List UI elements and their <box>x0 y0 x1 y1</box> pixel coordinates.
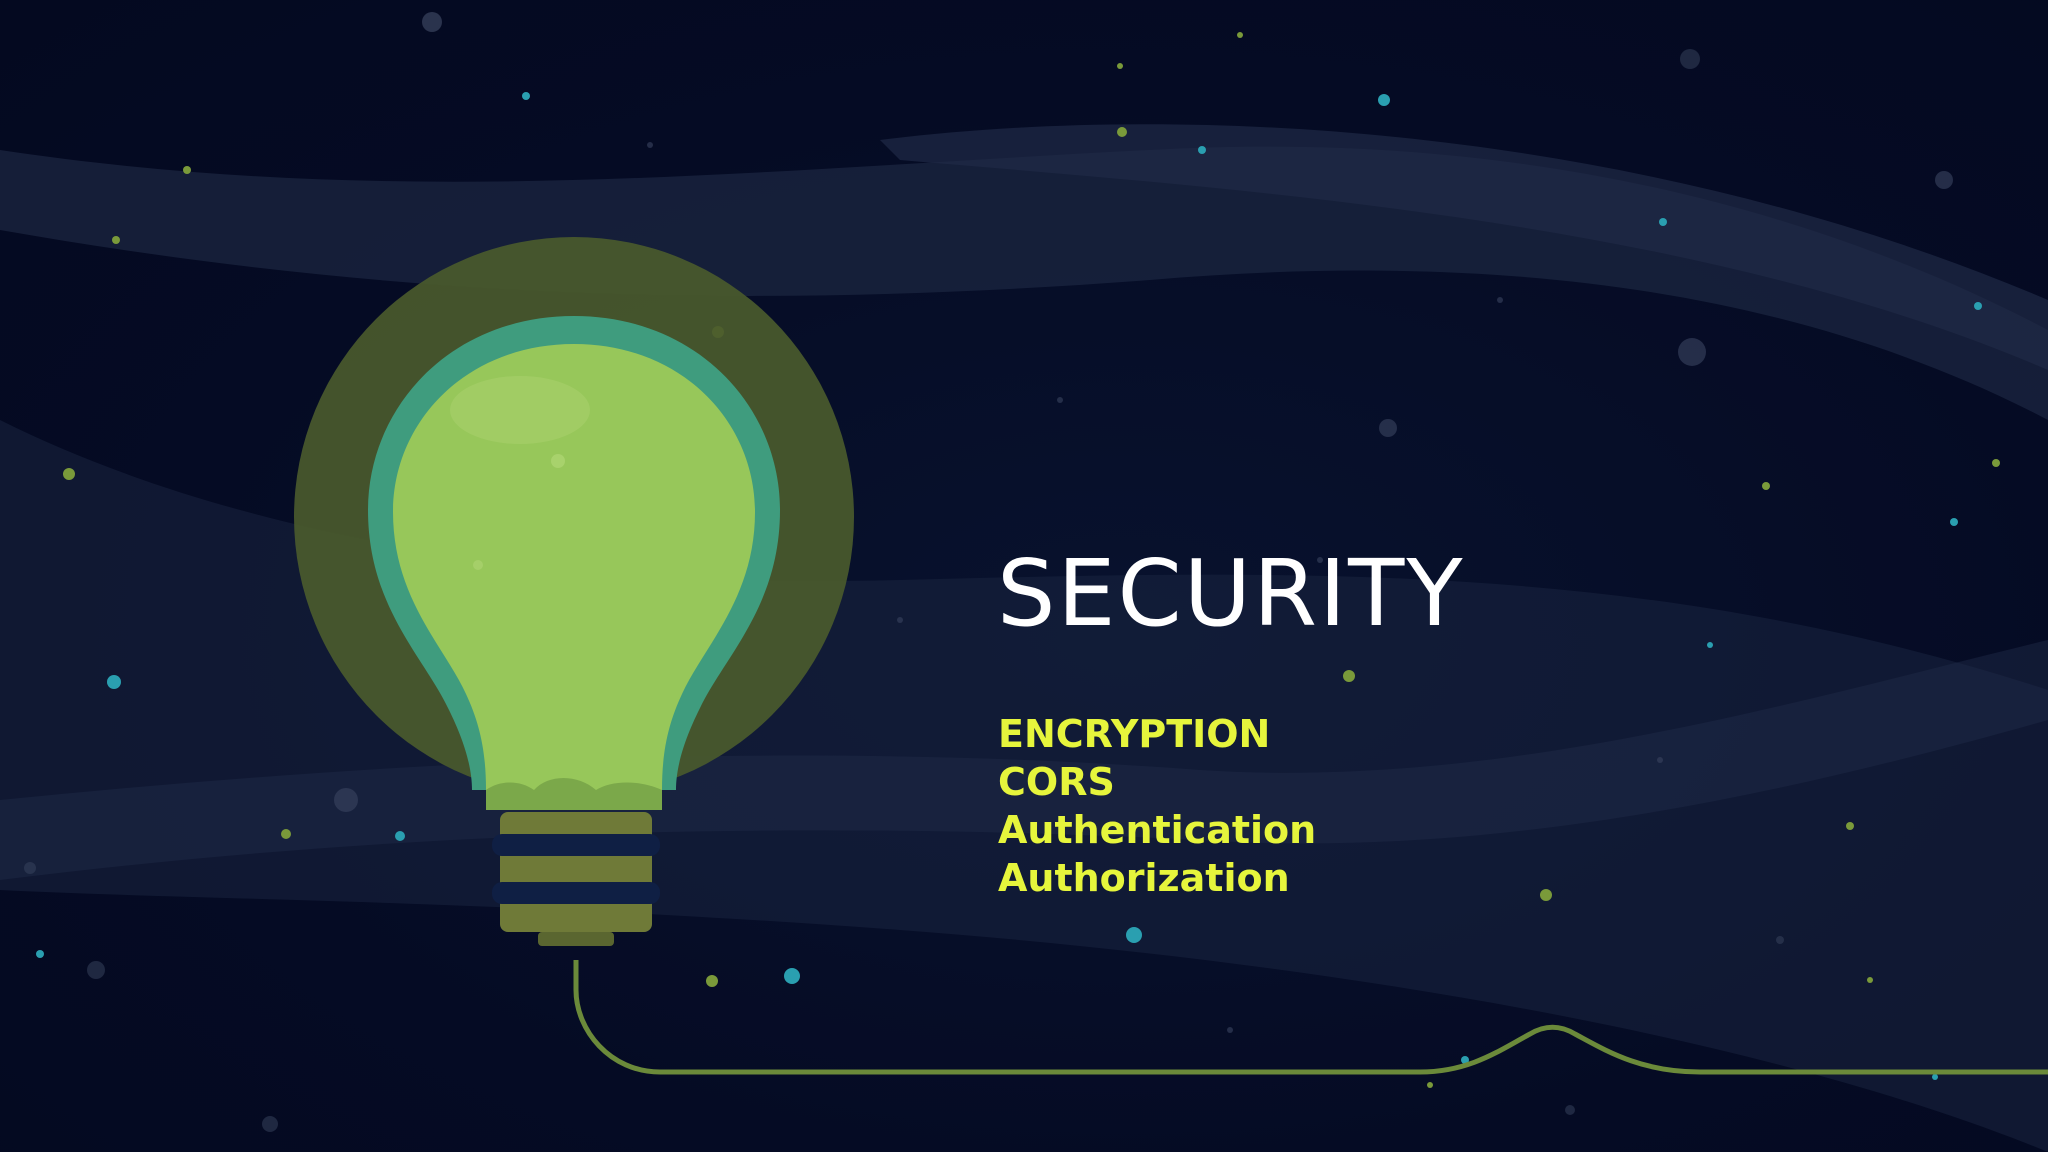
wave-band <box>0 146 2048 420</box>
topic-item-encryption: ENCRYPTION <box>998 712 1271 756</box>
topic-item-cors: CORS <box>998 760 1115 804</box>
topic-list: ENCRYPTION CORS Authentication Authoriza… <box>998 710 1316 902</box>
wave-band <box>880 124 2048 370</box>
topic-item-authentication: Authentication <box>998 808 1317 852</box>
slide-title: SECURITY <box>997 540 1465 647</box>
topic-item-authorization: Authorization <box>998 856 1290 900</box>
stars <box>24 12 2000 1132</box>
light-bulb-icon <box>294 237 854 946</box>
bulb-cord <box>573 960 2048 1075</box>
